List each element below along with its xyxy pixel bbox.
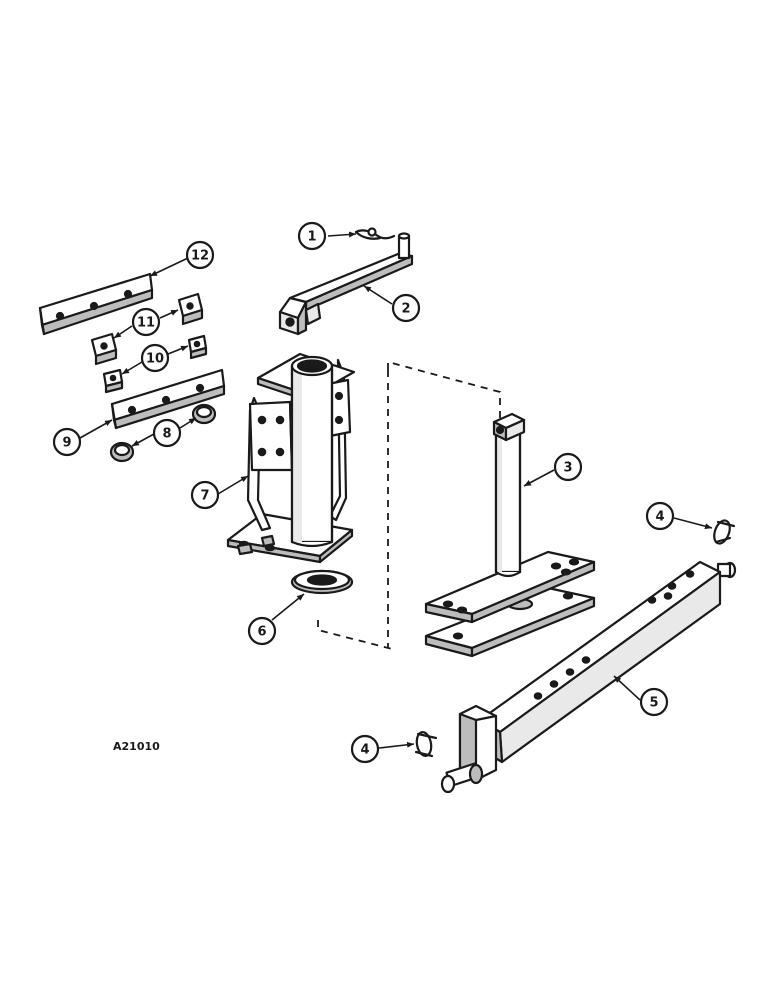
callout-1: 1 — [297, 221, 327, 251]
callout-4-lower: 4 — [350, 734, 380, 764]
svg-text:7: 7 — [200, 489, 209, 504]
svg-text:4: 4 — [360, 743, 369, 758]
assembly-dashed-line — [387, 360, 501, 422]
part-10-small-plate — [187, 334, 208, 360]
part-4-klik-pin — [414, 731, 438, 758]
callout-10: 10 — [140, 343, 170, 373]
callout-8: 8 — [152, 418, 182, 448]
callout-11: 11 — [131, 307, 161, 337]
svg-text:5: 5 — [649, 696, 658, 711]
part-2-swing-arm — [278, 232, 414, 336]
svg-text:3: 3 — [563, 461, 572, 476]
part-6-washer — [290, 569, 354, 595]
part-1-clip — [354, 227, 396, 240]
svg-text:9: 9 — [62, 436, 71, 451]
svg-text:8: 8 — [162, 427, 171, 442]
svg-text:2: 2 — [401, 302, 410, 317]
part-7-pedestal-frame — [226, 352, 356, 564]
part-12-strap — [38, 272, 154, 336]
callout-3: 3 — [553, 452, 583, 482]
part-11-square-plate — [177, 292, 204, 326]
svg-text:10: 10 — [146, 352, 164, 367]
part-5-square-tube — [440, 560, 737, 794]
callout-9: 9 — [52, 427, 82, 457]
assembly-dashed-line — [317, 620, 397, 651]
svg-text:4: 4 — [655, 510, 664, 525]
svg-text:1: 1 — [307, 230, 316, 245]
svg-text:6: 6 — [257, 625, 266, 640]
part-10-small-plate — [102, 368, 124, 394]
callout-7: 7 — [190, 480, 220, 510]
callout-4-upper: 4 — [645, 501, 675, 531]
part-9-strap — [110, 368, 226, 430]
part-4-klik-pin — [713, 519, 736, 545]
part-8-nut — [109, 441, 135, 463]
callout-2: 2 — [391, 293, 421, 323]
svg-text:11: 11 — [137, 316, 155, 331]
part-8-nut — [191, 403, 217, 425]
part-3-post-assembly — [424, 412, 596, 658]
callout-6: 6 — [247, 616, 277, 646]
part-11-square-plate — [90, 332, 118, 366]
svg-text:12: 12 — [191, 249, 209, 264]
callout-12: 12 — [185, 240, 215, 270]
callout-5: 5 — [639, 687, 669, 717]
figure-reference-code: A21010 — [113, 740, 160, 753]
